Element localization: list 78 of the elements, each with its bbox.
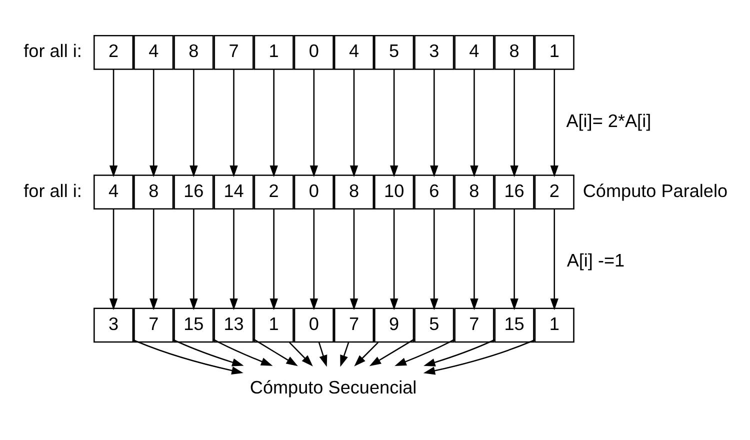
node-box: 2: [94, 34, 134, 70]
arrow: [430, 68, 438, 177]
node-box: 3: [94, 307, 134, 342]
node-box: 1: [254, 307, 294, 342]
node-box: 1: [534, 34, 574, 70]
label: A[i] -=1: [566, 250, 625, 270]
arrow: [253, 338, 298, 366]
label: A[i]= 2*A[i]: [566, 110, 652, 131]
node-box: 9: [374, 307, 414, 342]
node-box: 1: [534, 307, 574, 342]
arrow: [318, 342, 328, 366]
arrow: [190, 68, 198, 177]
node-box: 7: [454, 307, 494, 342]
arrow: [150, 68, 158, 177]
arrow: [470, 68, 478, 177]
node-box: 0: [294, 174, 334, 210]
label: for all i:: [24, 180, 82, 200]
node-box: 5: [414, 307, 454, 342]
node-box: 6: [414, 174, 454, 210]
node-text: Cómputo Secuencial: [250, 376, 417, 397]
node-box: 4: [134, 34, 174, 70]
arrow: [230, 208, 238, 310]
node-box: 16: [174, 174, 214, 210]
arrow: [172, 338, 244, 366]
arrow: [289, 342, 313, 366]
arrow: [390, 208, 398, 310]
arrow: [510, 208, 518, 310]
node-box: 7: [334, 307, 374, 342]
arrow: [550, 68, 558, 177]
node-box: 1: [254, 34, 294, 70]
arrow: [230, 68, 238, 177]
label: Cómputo Paralelo: [582, 180, 728, 200]
label: for all i:: [24, 40, 82, 61]
node-box: 4: [334, 34, 374, 70]
node-box: 8: [454, 174, 494, 210]
arrow: [270, 68, 278, 177]
node-box: 7: [214, 34, 254, 70]
arrow: [270, 208, 278, 310]
node-box: 8: [334, 174, 374, 210]
arrow: [190, 208, 198, 310]
node-box: 14: [214, 174, 254, 210]
node-box: 7: [134, 307, 174, 342]
node-box: 3: [414, 34, 454, 70]
arrow: [109, 208, 118, 310]
arrow: [310, 208, 318, 310]
arrow: [350, 68, 358, 177]
arrow: [150, 208, 158, 310]
arrow: [132, 338, 244, 374]
arrow: [423, 338, 536, 374]
arrow: [390, 68, 398, 177]
node-box: 4: [454, 34, 494, 70]
node-box: 5: [374, 34, 414, 70]
arrow: [470, 208, 478, 310]
arrow: [340, 342, 350, 366]
arrow: [430, 208, 438, 310]
node-box: 15: [494, 307, 534, 342]
arrow: [310, 68, 318, 177]
arrow: [550, 208, 558, 310]
node-box: 2: [534, 174, 574, 210]
arrow: [369, 338, 415, 366]
arrow: [394, 338, 455, 366]
arrow: [213, 338, 273, 366]
node-box: 0: [294, 307, 334, 342]
node-box: 13: [214, 307, 254, 342]
arrow: [510, 68, 518, 177]
arrow: [109, 68, 118, 177]
node-box: 8: [174, 34, 214, 70]
node-box: 2: [254, 174, 294, 210]
node-box: 15: [174, 307, 214, 342]
arrow: [424, 338, 496, 366]
arrow: [354, 342, 379, 366]
node-box: 0: [294, 34, 334, 70]
node-box: 16: [494, 174, 534, 210]
node-box: 8: [134, 174, 174, 210]
arrow: [350, 208, 358, 310]
node-box: 4: [94, 174, 134, 210]
node-box: 10: [374, 174, 414, 210]
node-box: 8: [494, 34, 534, 70]
